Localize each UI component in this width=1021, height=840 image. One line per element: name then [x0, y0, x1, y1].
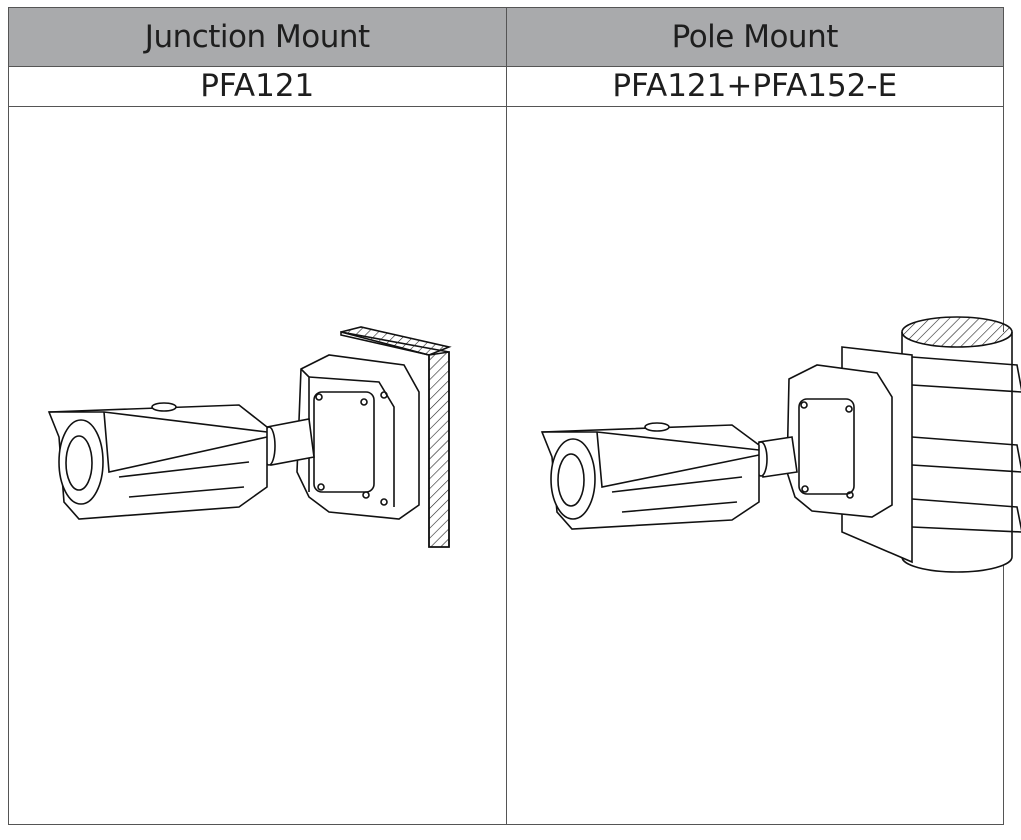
header-row: Junction Mount Pole Mount — [8, 7, 1004, 67]
header-junction-mount: Junction Mount — [8, 7, 507, 67]
model-junction: PFA121 — [8, 66, 507, 107]
junction-mount-illustration — [47, 326, 452, 548]
pole-mount-illustration-cell — [505, 106, 1021, 825]
header-pole-mount: Pole Mount — [505, 7, 1004, 67]
model-row: PFA121 PFA121+PFA152-E — [8, 66, 1004, 107]
illustration-row — [8, 106, 1021, 825]
pole-mount-illustration — [540, 316, 1021, 573]
model-pole: PFA121+PFA152-E — [505, 66, 1004, 107]
junction-mount-illustration-cell — [8, 106, 507, 825]
mount-table: Junction Mount Pole Mount PFA121 PFA121+… — [8, 7, 1021, 825]
